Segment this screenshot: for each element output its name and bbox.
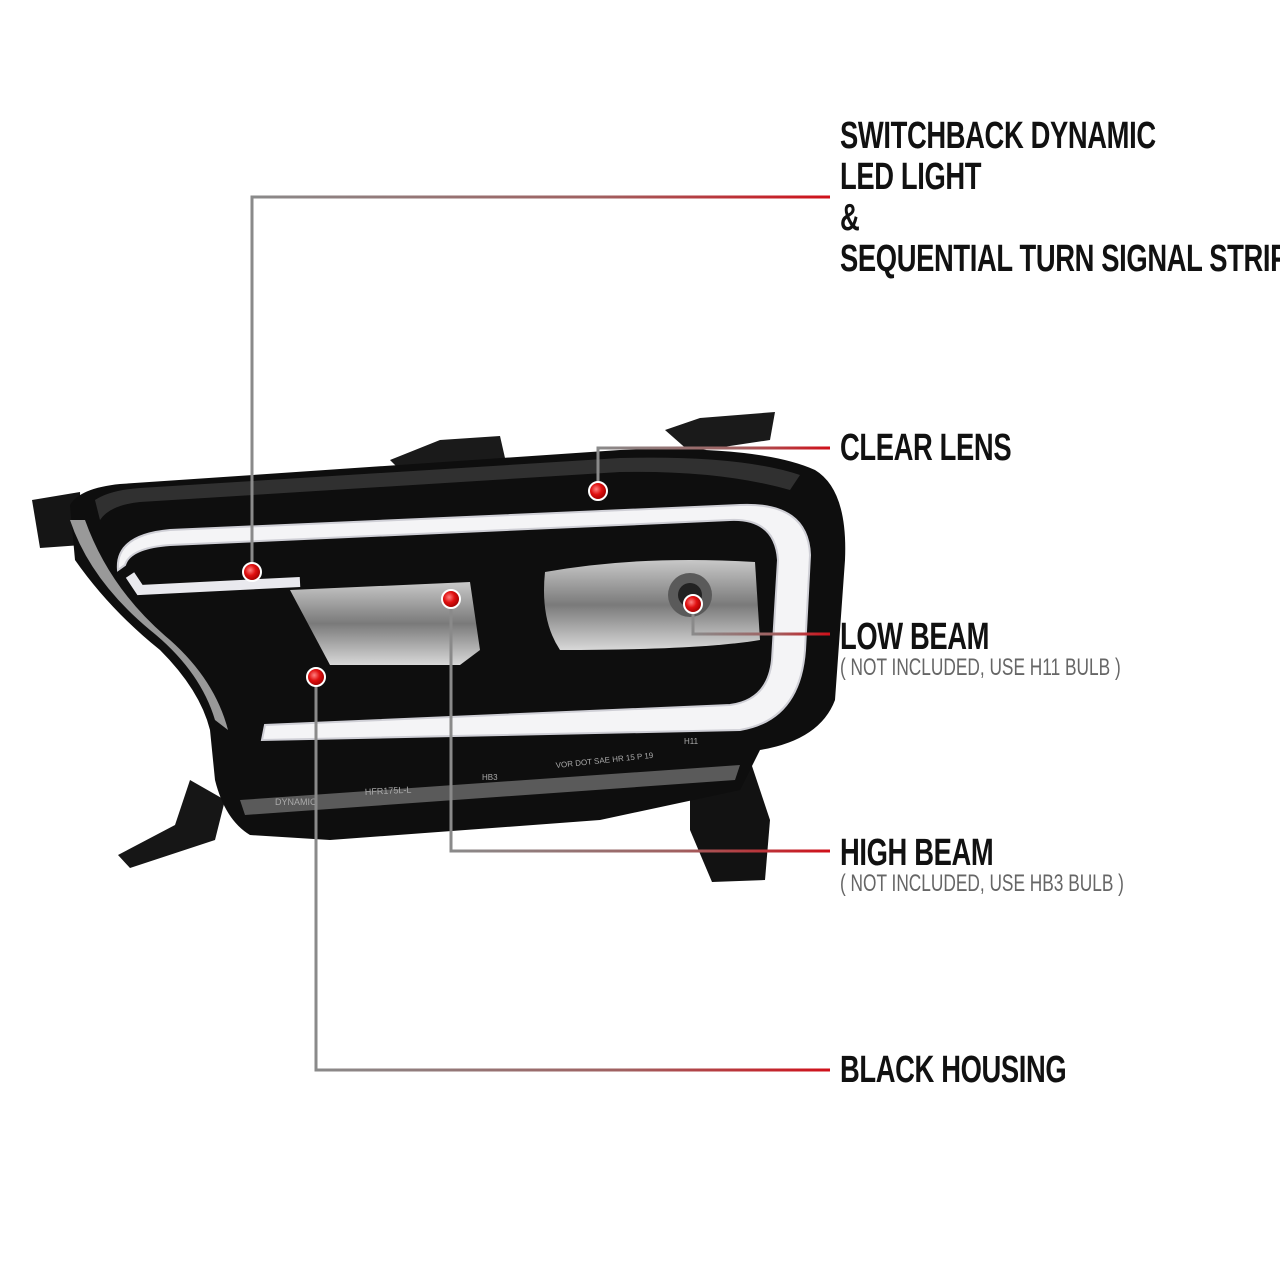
marking-dynamic: DYNAMIC [275,797,317,807]
callout-line-black-housing [314,677,830,1072]
note-low-beam: ( NOT INCLUDED, USE H11 BULB ) [840,654,1121,681]
label-line: LED LIGHT [840,156,982,198]
label-switchback: SWITCHBACK DYNAMIC LED LIGHT & SEQUENTIA… [840,116,1280,280]
label-black-housing: BLACK HOUSING [840,1049,1067,1091]
callout-dot-high-beam [441,589,461,609]
label-clear-lens: CLEAR LENS [840,427,1012,469]
callout-line-switchback [250,195,830,572]
label-line: & [840,197,860,239]
label-line: SWITCHBACK DYNAMIC [840,115,1156,157]
label-line: SEQUENTIAL TURN SIGNAL STRIP [840,238,1280,280]
note-high-beam: ( NOT INCLUDED, USE HB3 BULB ) [840,870,1124,897]
headlight-product-image: DYNAMIC HFR175L-L HB3 VOR DOT SAE HR 15 … [32,412,846,882]
callout-line-high-beam [449,599,830,853]
callout-dot-low-beam [683,594,703,614]
callout-line-clear-lens [596,446,830,491]
callout-dot-clear-lens [588,481,608,501]
marking-hb3: HB3 [482,773,498,782]
label-low-beam: LOW BEAM [840,616,990,658]
callout-dot-black-housing [306,667,326,687]
marking-h11: H11 [684,737,699,746]
callout-dot-switchback [242,562,262,582]
label-high-beam: HIGH BEAM [840,832,994,874]
marking-part-number: HFR175L-L [365,785,412,797]
